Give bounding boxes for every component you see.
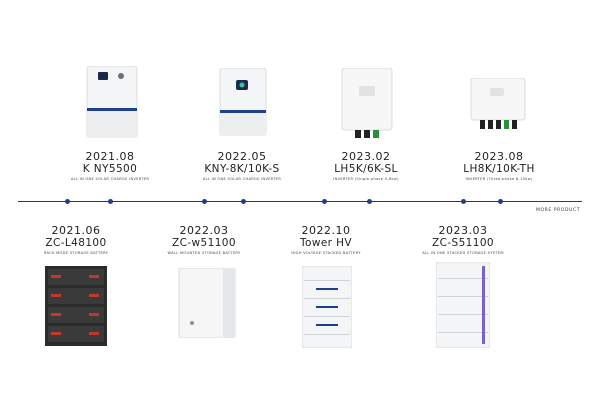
desc-zc-s51100: ALL IN ONE STACKED STORAGE SYSTEM <box>422 251 504 255</box>
desc-zc-w51100: WALL MOUNTED STORAGE BATTERY <box>167 251 241 255</box>
desc-kny-8k-10k-s: ALL IN ONE SOLAR CHARGE INVERTER <box>202 177 282 181</box>
model-lh8k-10k-th: LH8K/10K-TH <box>463 163 535 175</box>
date-2023-08: 2023.08 <box>474 150 524 163</box>
timeline-dot-2021-06 <box>65 199 70 204</box>
inverter-kny5500-image <box>86 66 138 138</box>
date-2022-05: 2022.05 <box>217 150 267 163</box>
date-2022-03: 2022.03 <box>179 224 229 237</box>
date-2021-06: 2021.06 <box>51 224 101 237</box>
model-tower-hv: Tower HV <box>299 237 353 249</box>
model-kny-8k-10k-s: KNY-8K/10K-S <box>204 163 280 175</box>
desc-lh8k-10k-th: INVERTER (Three-phase 8-10kw) <box>465 177 533 181</box>
timeline-dot-2023-02 <box>367 199 372 204</box>
date-2021-08: 2021.08 <box>85 150 135 163</box>
battery-tower-hv-image <box>302 266 352 348</box>
model-zc-l48100: ZC-L48100 <box>45 237 107 249</box>
date-2023-02: 2023.02 <box>341 150 391 163</box>
desc-tower-hv: HIGH VOLTAGE STACKED BATTERY <box>291 251 361 255</box>
timeline-dot-2022-10 <box>322 199 327 204</box>
model-zc-s51100: ZC-S51100 <box>432 237 494 249</box>
desc-kny5500: ALL IN ONE SOLAR CHARGE INVERTER <box>70 177 150 181</box>
timeline-dot-2023-08 <box>498 199 503 204</box>
timeline-dot-2021-08 <box>108 199 113 204</box>
model-zc-w51100: ZC-w51100 <box>172 237 236 249</box>
timeline-dot-2023-03 <box>461 199 466 204</box>
timeline-dot-2022-03 <box>202 199 207 204</box>
timeline-axis <box>18 201 582 202</box>
inverter-lh8k-image <box>470 78 526 134</box>
desc-lh5k-6k-sl: INVERTER (Single-phase 5-8kw) <box>333 177 399 181</box>
battery-rack-image <box>45 266 107 346</box>
inverter-lh5k-image <box>341 68 393 140</box>
inverter-kny-8k-image <box>219 68 267 136</box>
battery-stacked-system-image <box>436 262 490 348</box>
battery-wall-image <box>178 268 236 338</box>
date-2023-03: 2023.03 <box>438 224 488 237</box>
date-2022-10: 2022.10 <box>301 224 351 237</box>
timeline-dot-2022-05 <box>241 199 246 204</box>
model-kny5500: K NY5500 <box>82 163 138 175</box>
more-product-link[interactable]: MORE PRODUCT <box>536 208 581 213</box>
desc-zc-l48100: RACK MODE STORAGE BATTERY <box>43 251 109 255</box>
model-lh5k-6k-sl: LH5K/6K-SL <box>334 163 398 175</box>
